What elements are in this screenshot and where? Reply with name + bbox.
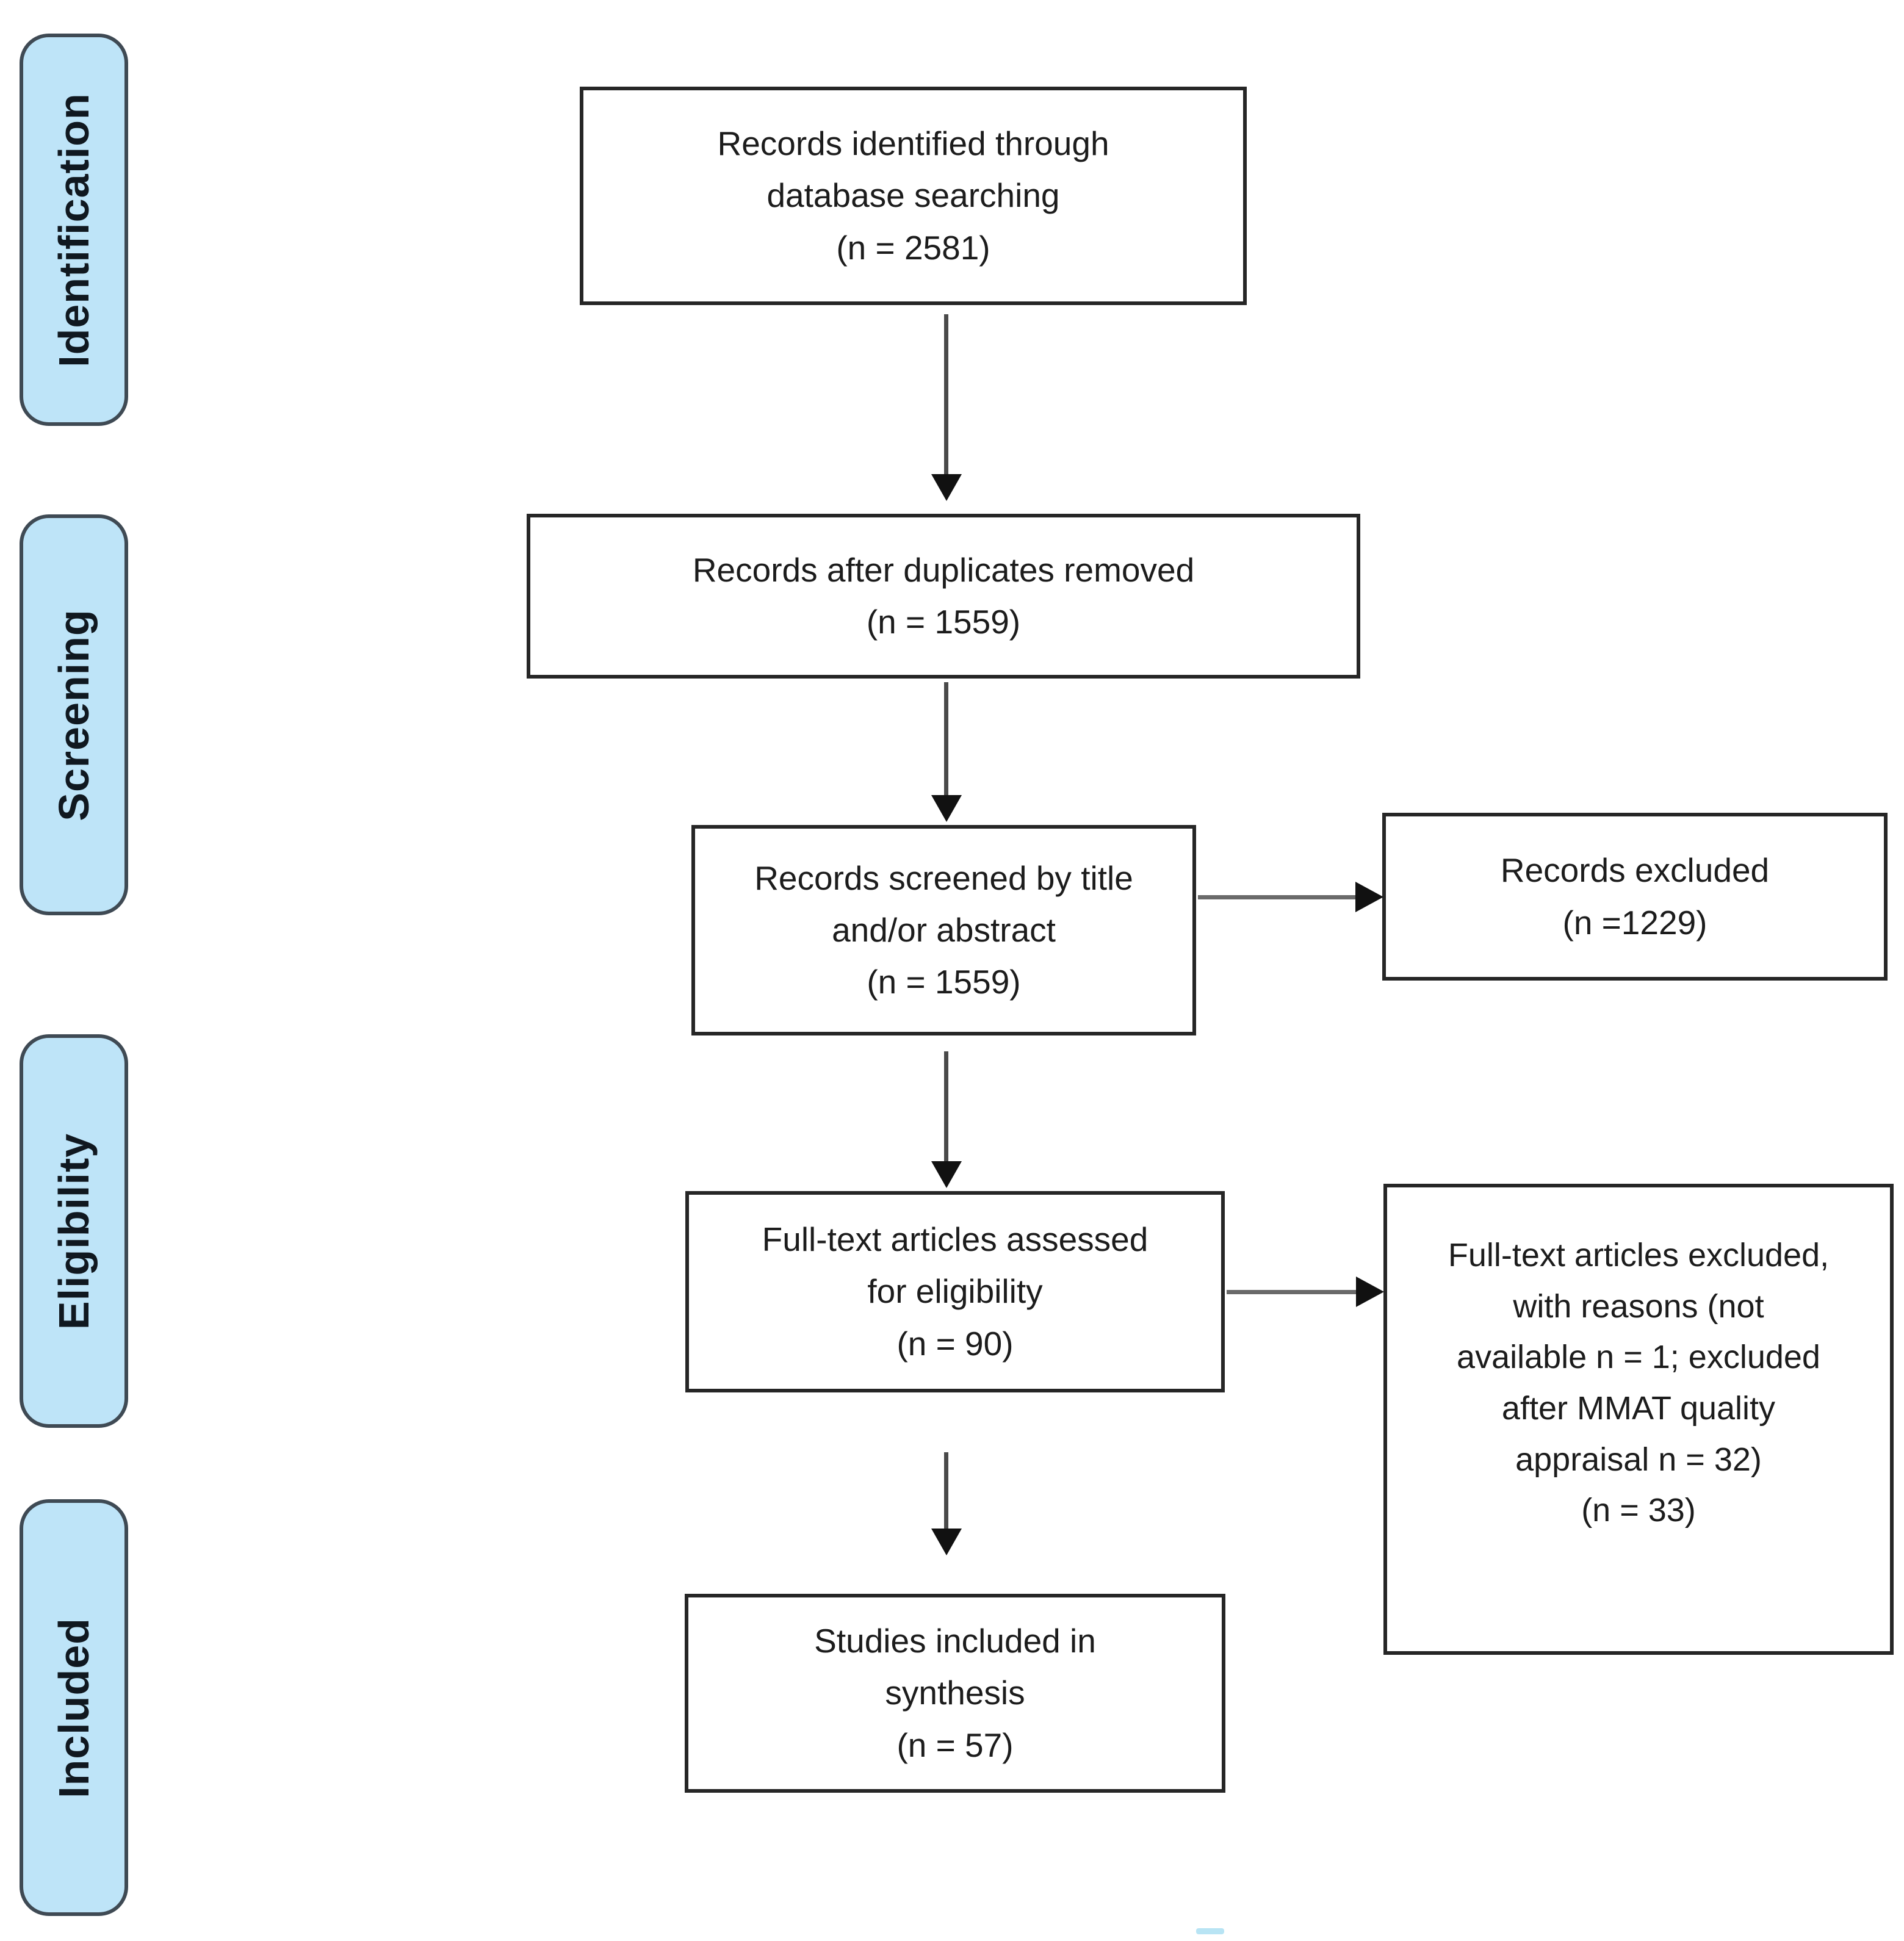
- stage-pill-eligibility: Eligibility: [20, 1034, 128, 1428]
- arrow-line-screened-to-fulltext: [944, 1051, 948, 1161]
- arrowhead-down-icon: [931, 474, 962, 501]
- arrowhead-down-icon: [931, 795, 962, 822]
- arrow-line-screened-to-records-excluded: [1198, 895, 1355, 899]
- stage-label-identification: Identification: [50, 92, 98, 367]
- stage-pill-identification: Identification: [20, 34, 128, 426]
- stage-pill-screening: Screening: [20, 514, 128, 915]
- box-duplicates-removed-text: Records after duplicates removed (n = 15…: [692, 550, 1195, 641]
- arrow-line-identified-to-deduplicated: [944, 314, 948, 474]
- box-fulltext-excluded: Full-text articles excluded, with reason…: [1383, 1184, 1894, 1655]
- box-records-identified: Records identified through database sear…: [580, 87, 1247, 305]
- box-records-excluded: Records excluded (n =1229): [1382, 813, 1888, 981]
- box-records-excluded-text: Records excluded (n =1229): [1500, 851, 1770, 942]
- box-records-identified-text: Records identified through database sear…: [717, 124, 1109, 267]
- box-fulltext-excluded-text: Full-text articles excluded, with reason…: [1448, 1237, 1830, 1529]
- box-fulltext-assessed: Full-text articles assessed for eligibil…: [685, 1191, 1225, 1392]
- box-records-screened-text: Records screened by title and/or abstrac…: [754, 859, 1133, 1001]
- scan-artifact: [1196, 1928, 1224, 1934]
- arrowhead-right-icon: [1356, 1277, 1384, 1307]
- box-records-screened: Records screened by title and/or abstrac…: [691, 825, 1196, 1035]
- arrow-line-fulltext-to-included: [944, 1452, 948, 1529]
- box-studies-included: Studies included in synthesis (n = 57): [685, 1594, 1225, 1793]
- box-studies-included-text: Studies included in synthesis (n = 57): [814, 1622, 1096, 1764]
- arrowhead-down-icon: [931, 1529, 962, 1555]
- arrowhead-down-icon: [931, 1161, 962, 1188]
- box-duplicates-removed: Records after duplicates removed (n = 15…: [527, 514, 1360, 679]
- stage-label-screening: Screening: [50, 608, 98, 821]
- stage-label-eligibility: Eligibility: [50, 1133, 98, 1330]
- stage-label-included: Included: [50, 1617, 98, 1798]
- arrowhead-right-icon: [1355, 882, 1383, 912]
- stage-pill-included: Included: [20, 1499, 128, 1916]
- box-fulltext-assessed-text: Full-text articles assessed for eligibil…: [762, 1220, 1149, 1363]
- arrow-line-fulltext-to-fulltext-excluded: [1227, 1290, 1356, 1294]
- arrow-line-deduplicated-to-screened: [944, 682, 948, 795]
